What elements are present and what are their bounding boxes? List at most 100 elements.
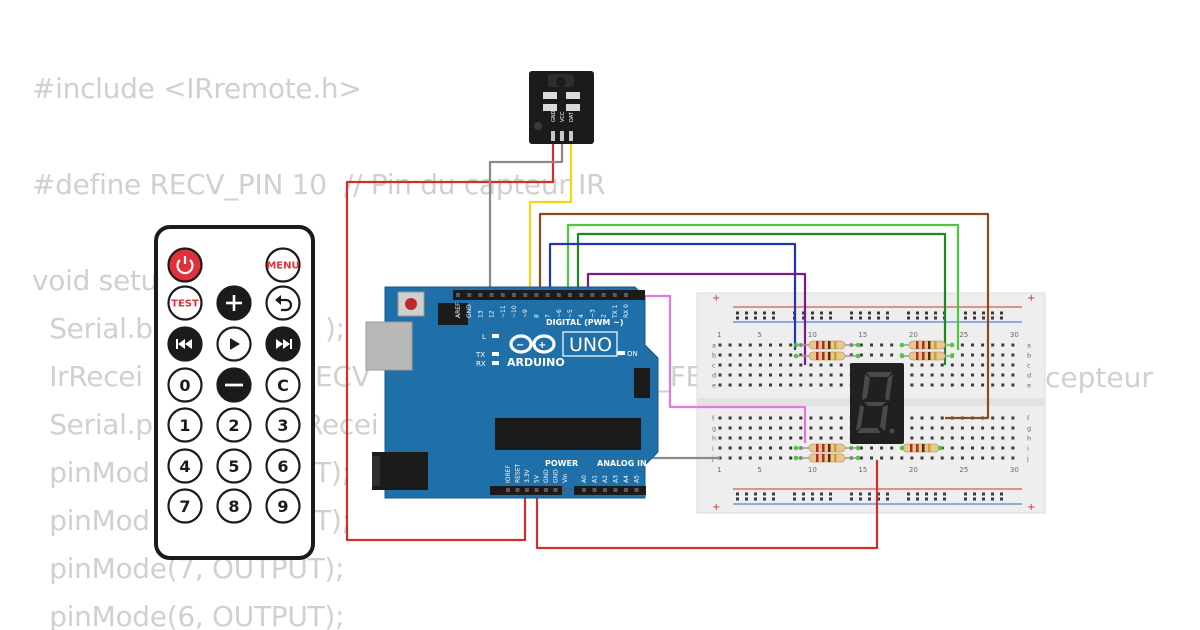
code-line-serial-print: Serial.p [32,408,153,441]
remote-button-shape[interactable] [167,367,203,403]
breadboard-hole [789,426,793,430]
resistor-band [816,352,819,360]
remote-button-shape[interactable] [265,247,301,283]
remote-button-shape[interactable] [265,367,301,403]
breadboard-hole [789,416,793,420]
breadboard-hole [738,373,742,377]
breadboard-column-number: 1 [717,466,721,474]
breadboard-hole [981,373,985,377]
remote-button-0[interactable]: 0 [167,367,203,403]
remote-button-test[interactable]: TEST [167,285,203,321]
remote-button-minus[interactable] [216,367,252,403]
rail-hole [754,316,757,320]
power-jack-lip [372,456,380,486]
remote-button-c[interactable]: C [265,367,301,403]
atmega-chip [495,418,641,450]
rail-hole [868,492,871,496]
remote-button-fast-forward[interactable] [265,326,301,362]
led-tx-label: TX [475,351,485,359]
resistor-band [834,352,837,360]
resistor-pin [949,353,955,359]
remote-button-menu[interactable]: MENU [265,247,301,283]
remote-button-shape[interactable] [216,448,252,484]
breadboard-hole [981,353,985,357]
icsp-header-right [634,368,650,398]
breadboard-hole [728,416,732,420]
breadboard-hole [950,446,954,450]
ir-sensor-lens [556,77,566,87]
resistor [793,351,861,361]
breadboard-hole [779,426,783,430]
remote-button-8[interactable]: 8 [216,488,252,524]
remote-button-shape[interactable] [265,448,301,484]
remote-button-shape[interactable] [265,488,301,524]
breadboard-hole [960,343,964,347]
power-pin-hole [534,488,539,492]
remote-button-5[interactable]: 5 [216,448,252,484]
rail-hole [829,311,832,315]
remote-button-shape[interactable] [216,488,252,524]
remote-button-shape[interactable] [167,407,203,443]
segment-g [864,402,886,406]
reset-button[interactable] [405,298,417,310]
remote-button-label: 3 [277,416,288,435]
remote-button-7[interactable]: 7 [167,488,203,524]
digital-pin-hole [556,293,561,297]
breadboard-row-letter: c [712,362,716,370]
breadboard-hole [950,363,954,367]
resistor-pin [949,342,955,348]
remote-button-2[interactable]: 2 [216,407,252,443]
remote-button-shape[interactable] [167,488,203,524]
analog-pin-label: A1 [592,475,599,483]
remote-button-shape[interactable] [265,407,301,443]
breadboard-hole [728,383,732,387]
remote-button-label: 9 [277,497,288,516]
rail-hole [1000,492,1003,496]
breadboard-hole [991,436,995,440]
remote-button-shape[interactable] [265,285,301,321]
breadboard-row-letter: i [712,445,714,453]
breadboard-hole [829,373,833,377]
breadboard-hole [1011,416,1015,420]
breadboard-column-number: 15 [858,466,867,474]
rail-hole [877,497,880,501]
power-icon [176,256,194,275]
rail-hole [850,492,853,496]
breadboard-hole [819,383,823,387]
remote-button-9[interactable]: 9 [265,488,301,524]
remote-button-shape[interactable] [216,407,252,443]
breadboard-hole [728,363,732,367]
remote-button-play[interactable] [216,326,252,362]
remote-button-plus[interactable] [216,285,252,321]
digital-pin-hole [624,293,628,297]
rail-hole [763,316,766,320]
breadboard-hole [940,426,944,430]
wire-pink-d4 [598,294,807,443]
analog-pin-label: A5 [634,475,641,483]
rail-hole [772,497,775,501]
ir-smd-1 [543,92,557,99]
rail-hole [850,316,853,320]
remote-button-shape[interactable] [167,285,203,321]
breadboard-hole [799,426,803,430]
breadboard-hole [950,373,954,377]
remote-button-shape[interactable] [167,448,203,484]
remote-button-3[interactable]: 3 [265,407,301,443]
breadboard-hole [779,446,783,450]
rail-hole [802,497,805,501]
breadboard-column-number: 10 [808,331,817,339]
segment-f [862,374,870,400]
remote-button-shape[interactable] [167,247,203,283]
remote-button-6[interactable]: 6 [265,448,301,484]
rail-hole [877,316,880,320]
remote-button-1[interactable]: 1 [167,407,203,443]
remote-button-power[interactable] [167,247,203,283]
code-line-serial-begin: Serial.b [32,312,153,345]
breadboard-hole [738,456,742,460]
remote-button-rewind[interactable] [167,326,203,362]
remote-button-back[interactable] [265,285,301,321]
remote-button-4[interactable]: 4 [167,448,203,484]
resistor-band [916,352,919,360]
